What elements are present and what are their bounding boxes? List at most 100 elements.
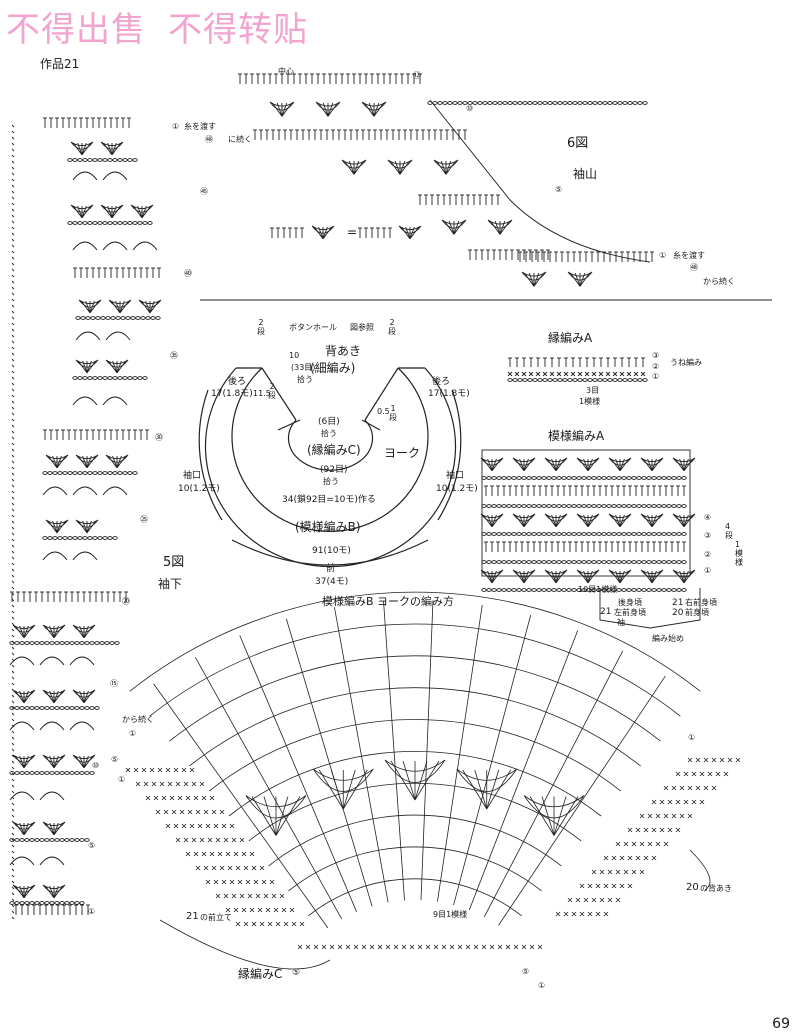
shell-spoke: [83, 625, 94, 639]
yoke-label: ヨーク: [384, 446, 421, 460]
arc-chain: [102, 241, 128, 251]
sc-x: [161, 795, 167, 801]
chain-stitch: [19, 706, 25, 710]
shell-stitch: [576, 569, 600, 578]
chain-stitch: [496, 504, 502, 508]
sc-x: [313, 944, 319, 950]
center-label: 中心: [278, 67, 294, 76]
edge-mark: [11, 874, 15, 878]
chain-stitch: [54, 641, 60, 645]
back-edge-right: [364, 367, 399, 421]
chain-stitch: [627, 101, 633, 105]
chain-stitch: [107, 536, 113, 540]
shell-spoke: [281, 102, 288, 117]
shell-spoke: [578, 514, 589, 528]
shell-spoke: [79, 625, 85, 638]
sc-x: [675, 827, 681, 833]
sc-x: [201, 851, 207, 857]
chain-stitch: [69, 771, 75, 775]
shell-spoke: [14, 625, 25, 639]
sc-x: [173, 767, 179, 773]
sc-x: [289, 907, 295, 913]
shell-stitch: [480, 457, 504, 466]
shell-spoke: [674, 570, 685, 584]
shell-spoke: [619, 458, 625, 471]
sc-x: [229, 823, 235, 829]
shell-spoke: [541, 796, 555, 836]
chain-stitch: [636, 504, 642, 508]
shell-spoke: [445, 160, 456, 175]
chain-stitch: [29, 771, 35, 775]
sc-x: [151, 781, 157, 787]
shell-spoke: [89, 300, 95, 313]
yoke-spoke: [483, 650, 624, 918]
chain-stitch: [89, 771, 95, 775]
chain-stitch: [521, 532, 527, 536]
sc-x: [259, 865, 265, 871]
chain-stitch: [44, 706, 50, 710]
chain-stitch: [681, 588, 687, 592]
shell-stitch: [12, 624, 36, 633]
chain-stitch: [137, 221, 143, 225]
shell-spoke: [647, 458, 653, 471]
chain-stitch: [39, 901, 45, 905]
edge-mark: [11, 556, 15, 560]
callout-21: [159, 919, 331, 970]
chain-stitch: [142, 376, 148, 380]
shell-spoke: [23, 625, 29, 638]
shell-spoke: [44, 625, 55, 639]
edge-mark: [11, 916, 15, 920]
chain-stitch: [114, 641, 120, 645]
yoke-spoke: [334, 607, 389, 903]
edge-mark: [11, 460, 15, 464]
shell-spoke: [491, 458, 497, 471]
sc-x: [528, 371, 534, 377]
sc-x: [687, 813, 693, 819]
edge-mark: [11, 832, 15, 836]
edge-mark: [11, 406, 15, 410]
chain-stitch: [631, 560, 637, 564]
shell-spoke: [53, 755, 64, 769]
sc-x: [441, 944, 447, 950]
chain-stitch: [636, 532, 642, 536]
chain-stitch: [77, 536, 83, 540]
shell-spoke: [281, 102, 292, 117]
shell-stitch: [72, 754, 96, 763]
chain-stitch: [651, 476, 657, 480]
chain-stitch: [651, 504, 657, 508]
shell-spoke: [619, 514, 630, 528]
chain-stitch: [611, 504, 617, 508]
shell-spoke: [409, 226, 420, 240]
chain-stitch: [636, 588, 642, 592]
shell-stitch: [640, 513, 664, 522]
sc-x: [615, 841, 621, 847]
shell-spoke: [82, 455, 88, 468]
chain-stitch: [49, 641, 55, 645]
shell-spoke: [318, 226, 324, 239]
shell-spoke: [348, 160, 355, 175]
shell-spoke: [405, 226, 411, 239]
arrow-pickup: [277, 419, 301, 431]
chain-stitch: [676, 560, 682, 564]
shell-spoke: [674, 458, 685, 472]
pattern-a-row-mark: ①: [704, 566, 712, 575]
shell-stitch: [72, 689, 96, 698]
edge-mark: [11, 562, 15, 566]
chain-stitch: [516, 532, 522, 536]
sc-x: [623, 841, 629, 847]
chain-stitch: [496, 532, 502, 536]
cap-row-mark: ⑤: [555, 185, 563, 194]
sc-x: [663, 813, 669, 819]
edge-mark: [11, 328, 15, 332]
chain-stitch: [97, 536, 103, 540]
chain-stitch: [552, 101, 558, 105]
chain-stitch: [626, 476, 632, 480]
shell-spoke: [551, 570, 557, 583]
chain-stitch: [656, 504, 662, 508]
chain-stitch: [526, 476, 532, 480]
chain-stitch: [34, 771, 40, 775]
sc-x: [655, 813, 661, 819]
chain-stitch: [69, 838, 75, 842]
arc-chain: [72, 396, 98, 406]
chain-stitch: [74, 641, 80, 645]
